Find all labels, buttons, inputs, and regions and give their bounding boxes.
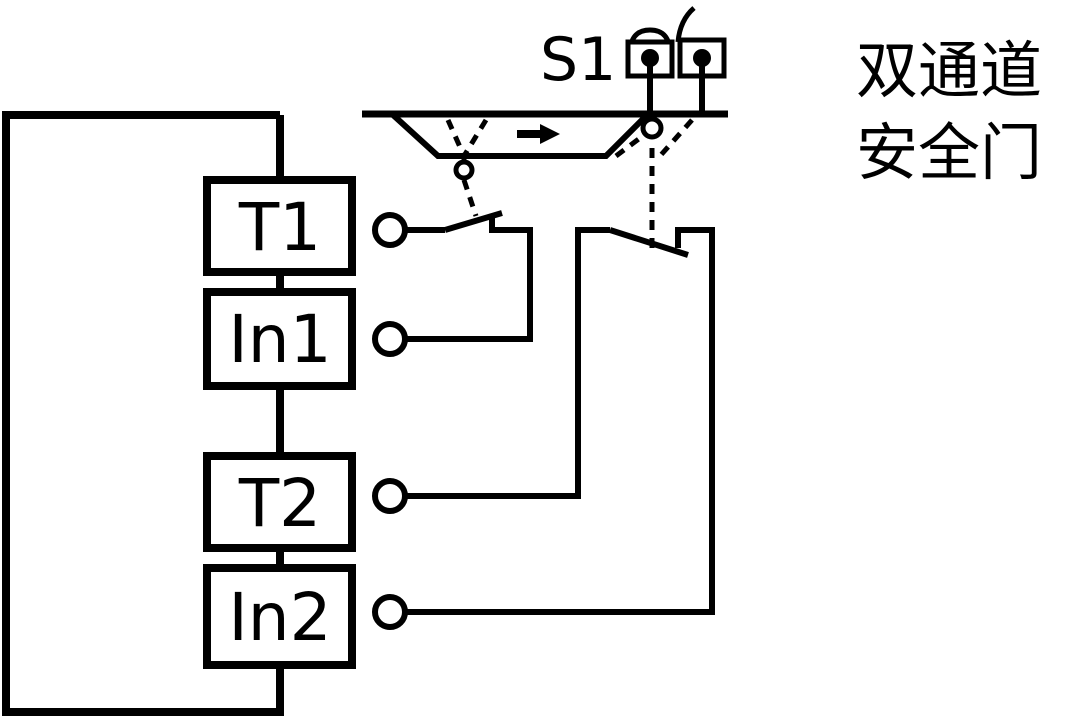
title-line1: 双通道	[856, 34, 1042, 107]
terminal-in2: In2	[203, 564, 356, 669]
terminal-t1-label: T1	[238, 189, 321, 266]
terminal-in2-connector	[372, 594, 408, 630]
terminal-t1-connector	[372, 212, 408, 248]
direction-arrow	[517, 124, 560, 144]
terminal-t1: T1	[203, 176, 356, 276]
terminal-in2-label: In2	[228, 579, 331, 656]
contact2-blade	[609, 227, 689, 258]
terminal-t2-connector	[372, 478, 408, 514]
title-line2: 安全门	[856, 116, 1042, 189]
switch-s1-label: S1	[540, 25, 616, 95]
outer-loop-wire	[2, 111, 284, 716]
lock-head-right	[675, 6, 727, 114]
mechanical-linkage	[445, 118, 694, 250]
terminal-t2-label: T2	[238, 465, 321, 542]
terminal-in1-connector	[372, 321, 408, 357]
sliding-cam	[389, 111, 651, 159]
roller-channel2	[640, 116, 664, 140]
wire-contact1-to-in1	[405, 214, 533, 342]
terminal-t2: T2	[203, 452, 356, 552]
terminal-in1-label: In1	[228, 301, 331, 378]
wire-contact2-to-in2	[405, 227, 715, 615]
roller-channel1	[453, 156, 475, 181]
terminal-in1: In1	[203, 288, 356, 390]
lock-head-left	[625, 27, 675, 114]
wire-t2-to-contact2	[405, 227, 610, 499]
